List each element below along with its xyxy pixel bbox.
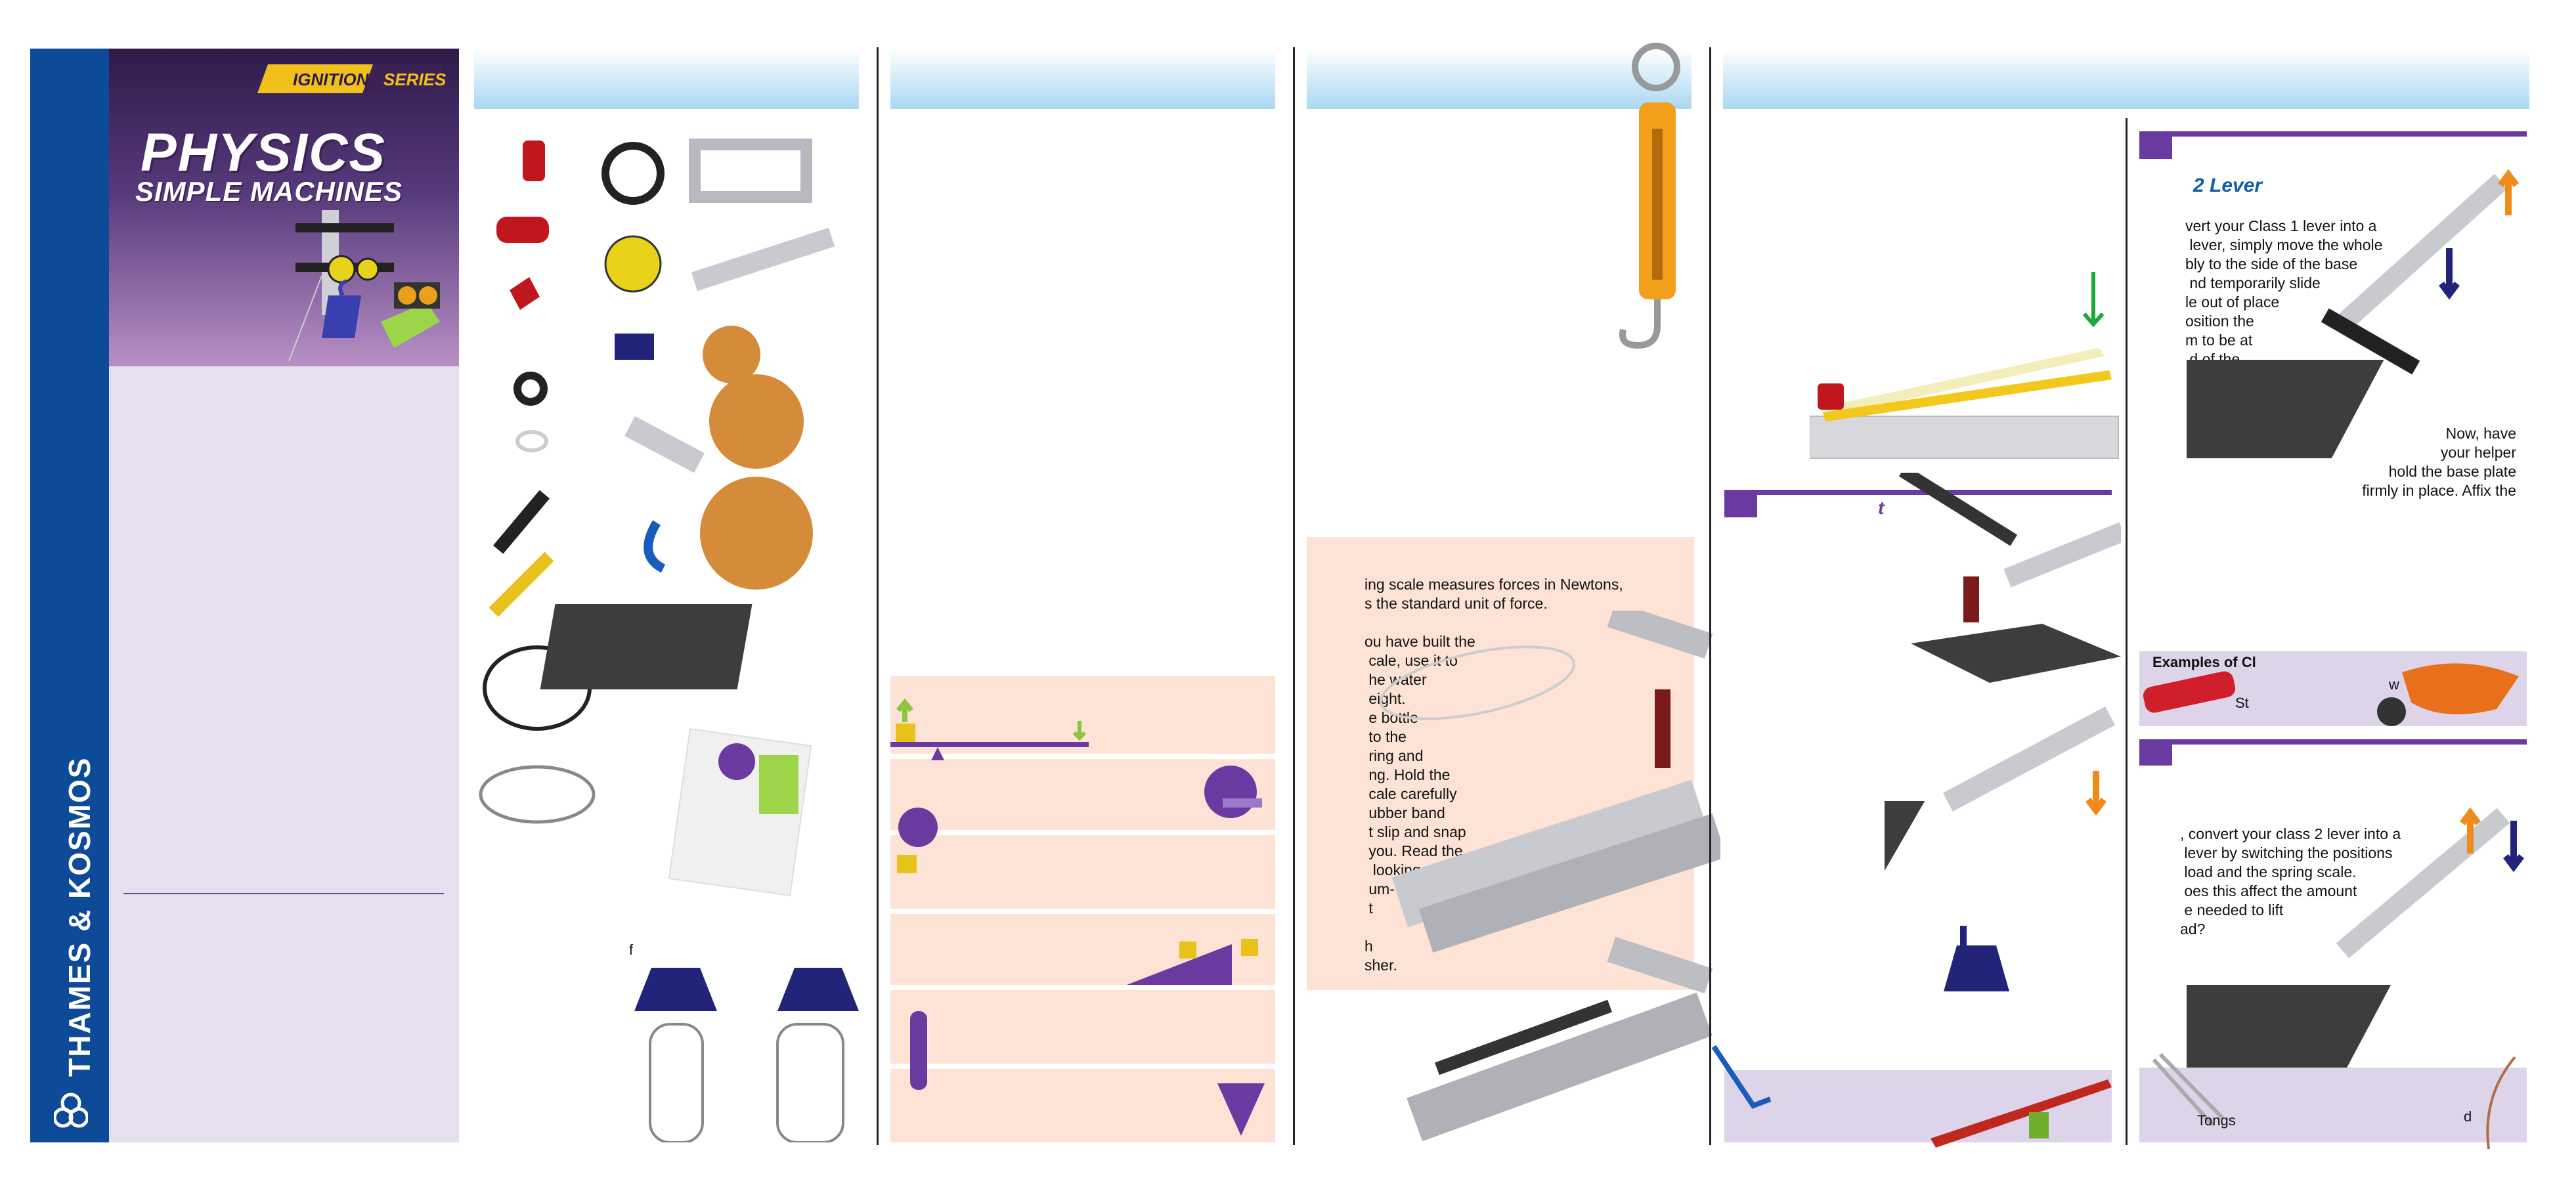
class3-lever-illustration bbox=[2187, 807, 2524, 1070]
seesaw-illustration bbox=[1810, 272, 2119, 459]
row-divider bbox=[890, 830, 1275, 835]
class3-example-tongs: Tongs bbox=[2197, 1112, 2236, 1129]
simple-machines-icons bbox=[890, 698, 1265, 1136]
class2-helper-text: Now, have your helper hold the base plat… bbox=[2362, 425, 2516, 499]
series-word-series: SERIES bbox=[383, 70, 447, 89]
brand-vertical: THAMES & KOSMOS bbox=[30, 49, 109, 1142]
section-tab-class1 bbox=[1724, 490, 1757, 517]
class2-lever-illustration bbox=[2187, 169, 2519, 458]
row-divider bbox=[890, 1064, 1275, 1069]
class2-examples-title: Examples of Cl bbox=[2152, 654, 2256, 670]
divider-4 bbox=[2126, 118, 2128, 1145]
class1-examples-illustration bbox=[1711, 1045, 2112, 1148]
parts-illustration bbox=[479, 139, 859, 1142]
section-tab-class3 bbox=[2139, 739, 2172, 766]
spring-scale-icon bbox=[1619, 43, 1680, 349]
section-bar-class1 bbox=[1724, 490, 2112, 495]
brand-name: THAMES & KOSMOS bbox=[62, 756, 97, 1077]
cover-body bbox=[109, 366, 459, 1142]
class2-example-wheelbarrow: w bbox=[2389, 676, 2399, 693]
cover-divider bbox=[123, 893, 444, 894]
series-badge: IGNITION SERIES bbox=[255, 60, 447, 97]
section-bar-class2 bbox=[2139, 131, 2527, 137]
lever-assembly-illustration bbox=[1379, 611, 1720, 1142]
panel-5-6-header bbox=[1723, 49, 2529, 109]
class2-examples-illustration bbox=[2143, 663, 2519, 726]
parts-note-f: f bbox=[629, 942, 634, 958]
panel-4-header bbox=[1307, 49, 1692, 109]
class3-examples-box bbox=[2139, 1068, 2527, 1142]
class2-title: 2 Lever bbox=[2193, 175, 2263, 196]
class3-examples-illustration bbox=[2152, 1052, 2516, 1149]
class2-instructions: vert your Class 1 lever into a lever, si… bbox=[2185, 217, 2383, 368]
class2-example-stapler: St bbox=[2235, 695, 2249, 711]
brand-strip bbox=[30, 49, 109, 1142]
section-tab-class2 bbox=[2139, 131, 2172, 159]
cover-machine-illustration bbox=[288, 210, 440, 361]
kosmos-logo-icon bbox=[54, 1093, 88, 1128]
divider-3 bbox=[1709, 47, 1711, 1145]
class1-title-fragment: t bbox=[1878, 498, 1885, 518]
class3-example-fragment: d bbox=[2464, 1108, 2472, 1125]
panel-2-header bbox=[474, 49, 859, 109]
spring-scale-instructions: ing scale measures forces in Newtons, s … bbox=[1364, 576, 1623, 974]
row-divider bbox=[890, 754, 1275, 759]
series-word-ignition: IGNITION bbox=[293, 70, 369, 89]
section-bar-class3 bbox=[2139, 739, 2527, 745]
class3-instructions: , convert your class 2 lever into a leve… bbox=[2180, 825, 2401, 938]
row-divider bbox=[890, 985, 1275, 990]
row-divider bbox=[890, 909, 1275, 914]
class1-lever-illustration bbox=[1885, 473, 2121, 991]
series-badge-shape bbox=[257, 64, 443, 93]
cover-title: PHYSICS bbox=[141, 123, 386, 183]
divider-2 bbox=[1293, 47, 1295, 1145]
divider-1 bbox=[877, 47, 879, 1145]
cover-subtitle: SIMPLE MACHINES bbox=[135, 176, 403, 207]
panel-3-header bbox=[890, 49, 1275, 109]
